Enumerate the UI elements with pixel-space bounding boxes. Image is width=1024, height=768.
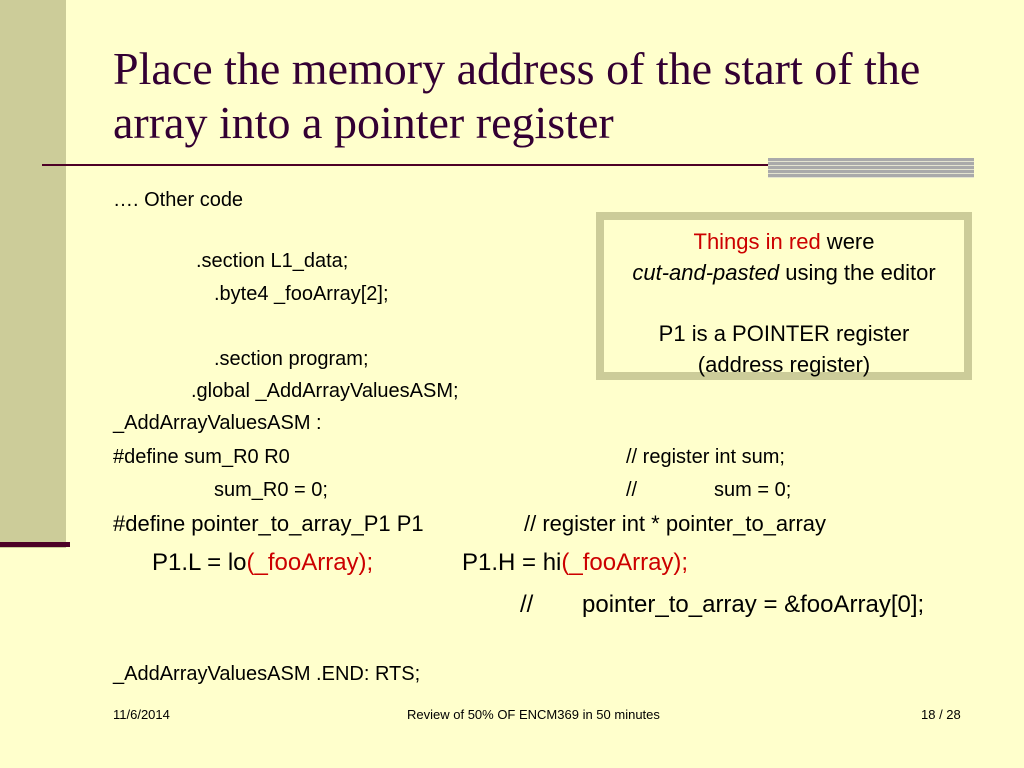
title-divider-bar (768, 158, 974, 178)
code-line-p1l: P1.L = lo(_fooArray); (152, 549, 373, 577)
code-comment-sum-slashes: // (626, 479, 638, 501)
note-box: Things in red were cut-and-pasted using … (596, 212, 972, 380)
code-comment-define-sum: // register int sum; (626, 446, 785, 468)
p1l-prefix: P1.L = lo (152, 549, 247, 576)
note-line-1-rest: were (820, 229, 875, 254)
footer-date: 11/6/2014 (113, 707, 170, 722)
note-line-1: Things in red were (604, 226, 964, 257)
code-line-sum-assign: sum_R0 = 0; (214, 479, 328, 501)
footer-title: Review of 50% OF ENCM369 in 50 minutes (407, 707, 660, 722)
code-line-section-data: .section L1_data; (196, 250, 349, 272)
left-accent-bar (0, 0, 66, 548)
code-comment-pointer-text: pointer_to_array = &fooArray[0]; (582, 591, 925, 618)
code-line-label: _AddArrayValuesASM : (113, 412, 322, 434)
title-divider (42, 164, 974, 166)
left-accent-rule (0, 542, 70, 547)
note-line-2-rest: using the editor (779, 260, 936, 285)
code-comment-define-pointer: // register int * pointer_to_array (524, 511, 827, 536)
p1h-red-text: (_fooArray); (561, 549, 689, 576)
footer-page-number: 18 / 28 (921, 707, 961, 722)
code-line-p1h: P1.H = hi(_fooArray); (462, 549, 688, 577)
p1l-red-text: (_fooArray); (246, 549, 374, 576)
code-line-section-program: .section program; (214, 348, 369, 370)
note-red-text: Things in red (693, 229, 821, 254)
code-comment-sum-text: sum = 0; (714, 479, 792, 501)
code-line-end: _AddArrayValuesASM .END: RTS; (113, 663, 421, 685)
note-line-2: cut-and-pasted using the editor (604, 257, 964, 288)
slide-title: Place the memory address of the start of… (113, 43, 921, 148)
code-line-define-sum: #define sum_R0 R0 (113, 446, 290, 468)
code-line-define-pointer: #define pointer_to_array_P1 P1 (113, 511, 424, 536)
code-line-byte4: .byte4 _fooArray[2]; (214, 283, 389, 305)
note-line-4: (address register) (697, 352, 871, 377)
note-line-3: P1 is a POINTER register (658, 321, 910, 346)
code-comment-pointer-slashes: // (520, 591, 534, 618)
code-line-global: .global _AddArrayValuesASM; (191, 380, 459, 402)
code-line-other: …. Other code (113, 189, 244, 211)
note-italic-text: cut-and-pasted (632, 260, 780, 285)
p1h-prefix: P1.H = hi (462, 549, 562, 576)
